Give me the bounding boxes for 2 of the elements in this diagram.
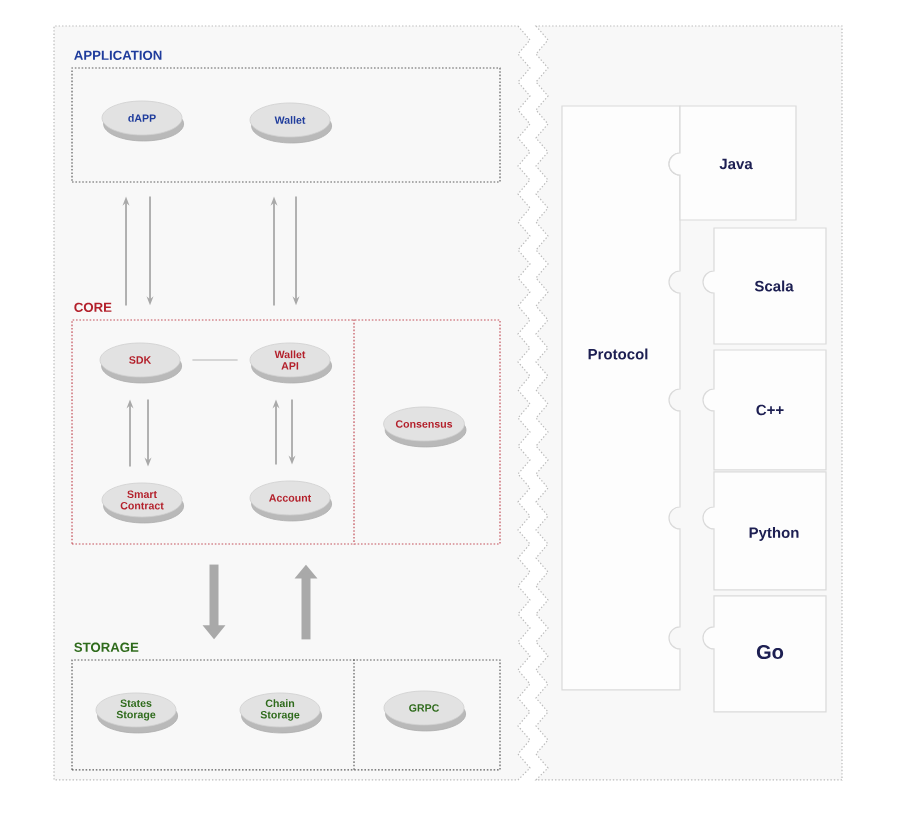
puzzle-piece: Go: [702, 595, 827, 713]
connector-line: [191, 359, 239, 361]
